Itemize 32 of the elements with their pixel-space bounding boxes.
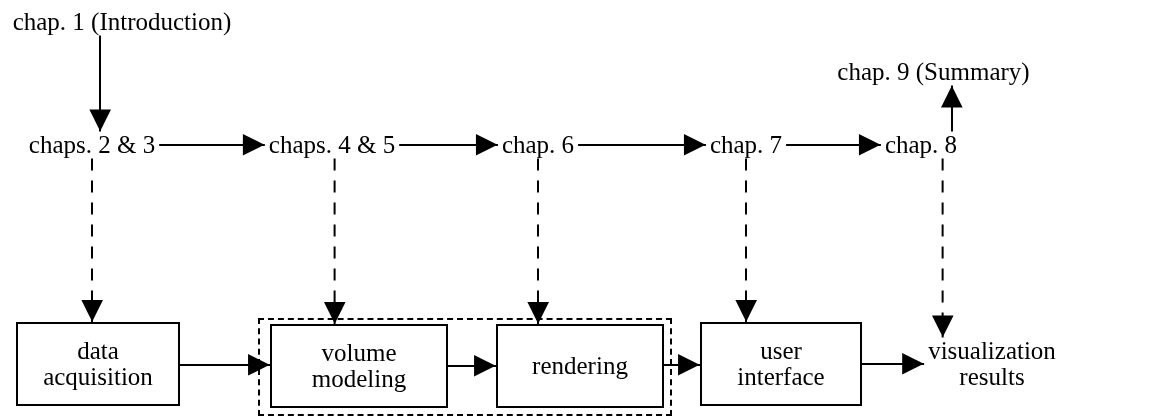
output-label: visualization results [902, 322, 1082, 406]
box-label: rendering [532, 352, 628, 380]
dashed-group-box [258, 318, 672, 416]
arrow [447, 355, 497, 377]
arrow [941, 84, 963, 133]
arrow [89, 34, 111, 133]
chapter-label: chap. 6 [492, 125, 584, 165]
dashed-arrow [527, 157, 549, 325]
chapter-label: chap. 9 (Summary) [826, 52, 1041, 92]
arrow [398, 134, 499, 156]
box-label: user interface [736, 337, 826, 391]
chapter-label: chap. 7 [700, 125, 792, 165]
arrow [663, 354, 701, 376]
arrow [785, 134, 882, 156]
arrow [861, 353, 926, 375]
arrow [577, 134, 707, 156]
dashed-arrow [323, 157, 346, 325]
chapter-label: chap. 8 [878, 125, 964, 165]
box-label: data acquisition [42, 337, 154, 391]
dashed-arrow [932, 157, 954, 339]
process-box [270, 324, 448, 408]
process-box [700, 322, 862, 406]
dashed-arrow [81, 157, 103, 323]
chapter-label: chaps. 2 & 3 [12, 125, 172, 165]
chapter-label: chaps. 4 & 5 [252, 125, 412, 165]
arrow [179, 354, 271, 376]
arrow [158, 134, 266, 156]
box-label: volume modeling [310, 339, 408, 393]
chapter-label: chap. 1 (Introduction) [12, 2, 232, 42]
dashed-arrow [735, 157, 757, 323]
process-box [16, 322, 180, 406]
process-box [496, 324, 664, 408]
